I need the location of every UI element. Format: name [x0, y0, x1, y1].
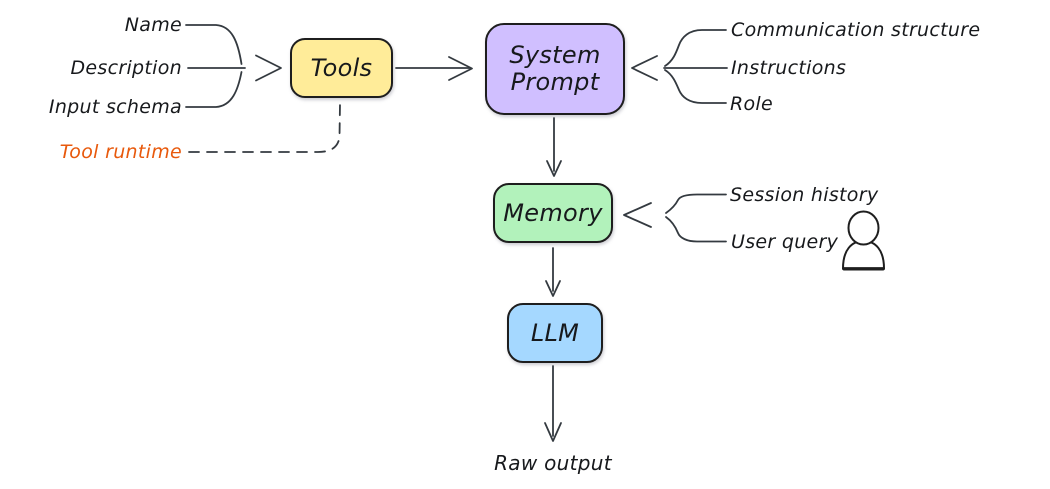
memory-to-llm-arrow: [545, 247, 561, 297]
system-prompt-to-memory-arrow: [546, 117, 562, 177]
system-prompt-node-label-line1: System: [509, 41, 601, 69]
prompt-input-role-label: Role: [730, 93, 773, 115]
tool-runtime-dashed-connector: [188, 103, 341, 153]
raw-output-label: Raw output: [494, 451, 612, 475]
llm-to-output-arrow: [544, 365, 562, 442]
tool-runtime-label: Tool runtime: [59, 141, 182, 163]
memory-node: Memory: [493, 183, 613, 243]
memory-inputs-brace: [623, 193, 727, 243]
memory-input-user-query-label: User query: [731, 231, 839, 253]
memory-node-label: Memory: [503, 198, 603, 227]
person-icon: [841, 210, 886, 271]
tool-input-description-label: Description: [70, 57, 182, 79]
tools-to-system-prompt-arrow: [395, 56, 473, 81]
tool-input-name-label: Name: [124, 14, 182, 36]
tools-node-label: Tools: [310, 53, 373, 82]
tool-input-schema-label: Input schema: [48, 96, 182, 118]
memory-input-session-history-label: Session history: [730, 184, 879, 206]
system-prompt-node-label-line2: Prompt: [510, 68, 600, 96]
llm-node: LLM: [507, 303, 603, 363]
tools-node: Tools: [290, 38, 393, 98]
prompt-input-communication-structure-label: Communication structure: [731, 19, 981, 41]
prompt-inputs-brace: [631, 29, 728, 104]
system-prompt-node: System Prompt: [485, 23, 625, 115]
prompt-input-instructions-label: Instructions: [731, 57, 847, 79]
llm-node-label: LLM: [530, 318, 580, 347]
tool-inputs-brace: [185, 24, 282, 108]
